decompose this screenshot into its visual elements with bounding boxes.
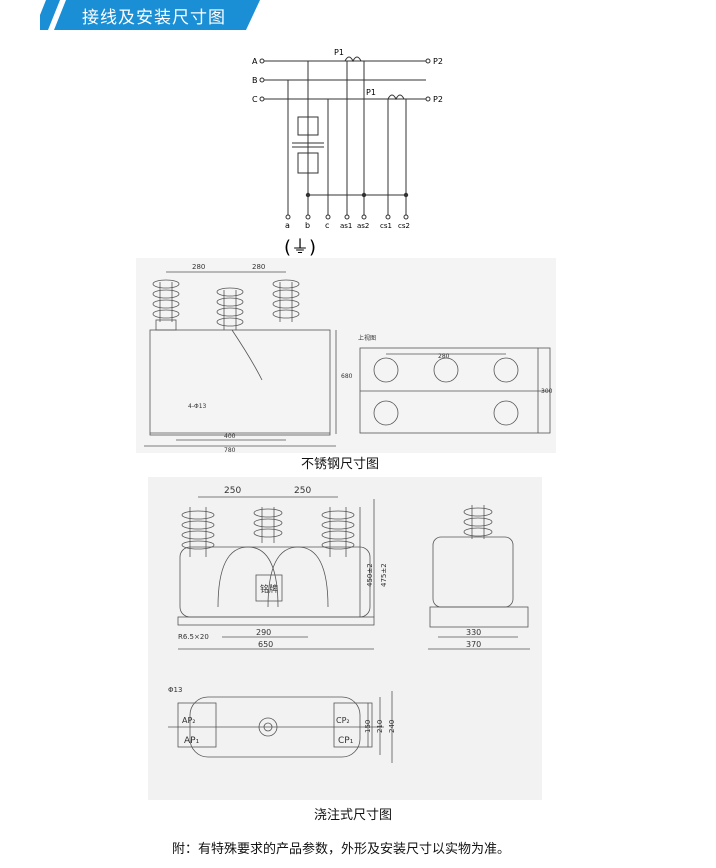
phase-c-label: C [252, 95, 258, 104]
dim-spacing-right: 250 [294, 486, 311, 496]
terminal-cp2: CP₂ [336, 716, 350, 725]
p1-bottom-label: P1 [366, 88, 376, 97]
terminal-cp: CP₁ [338, 736, 354, 746]
dim-base-inner: 400 [224, 433, 236, 440]
dim-spacing-left: 250 [224, 486, 241, 496]
wiring-diagram: A B C P1 P2 P1 P2 a b c as1 as2 cs1 cs2 … [252, 48, 443, 258]
dim-width-inner: 290 [256, 628, 271, 637]
p2-top-label: P2 [433, 57, 443, 66]
insulator-left [152, 279, 180, 331]
dim-bolt: 4-Φ13 [188, 403, 207, 410]
terminal-label: a [285, 221, 290, 230]
phase-a-label: A [252, 57, 258, 66]
header-banner [40, 0, 260, 30]
dim-height: 680 [341, 373, 353, 380]
nameplate-label: 铭牌 [260, 583, 278, 595]
phase-b-label: B [252, 76, 258, 85]
footer-note: 附：有特殊要求的产品参数，外形及安装尺寸以实物为准。 [172, 842, 511, 857]
terminal-ap: AP₁ [184, 736, 200, 746]
terminal-label: cs2 [398, 222, 410, 230]
dim-spacing-left: 280 [192, 263, 205, 271]
dim-hole: Φ13 [168, 686, 182, 694]
dim-base-outer: 780 [224, 447, 236, 453]
dim-side-outer: 370 [466, 640, 481, 649]
dim-side-inner: 330 [466, 628, 481, 637]
stainless-caption: 不锈钢尺寸图 [301, 457, 380, 472]
dim-height-1: 450±2 [366, 563, 374, 587]
page-title: 接线及安装尺寸图 [82, 8, 226, 28]
dim-top-depth: 300 [541, 388, 553, 395]
p2-bottom-label: P2 [433, 95, 443, 104]
dim-slot: R6.5×20 [178, 633, 209, 641]
cast-drawing: 250 250 铭牌 450±2 475±2 R6.5×20 290 650 3… [148, 477, 542, 800]
terminal-label: as1 [340, 222, 352, 230]
p1-top-label: P1 [334, 48, 344, 57]
dim-150: 150 [364, 720, 372, 733]
ground-symbol: (⏚) [284, 237, 316, 258]
cast-caption: 浇注式尺寸图 [314, 808, 393, 823]
dim-210: 210 [376, 720, 384, 733]
dim-width-outer: 650 [258, 640, 273, 649]
stainless-drawing: 280 280 680 4-Φ13 400 780 上视图 280 300 [136, 258, 556, 453]
dim-height-2: 475±2 [380, 563, 388, 587]
terminal-label: cs1 [380, 222, 392, 230]
dim-top-spacing: 280 [438, 353, 450, 360]
terminal-label: c [325, 221, 329, 230]
dim-spacing-right: 280 [252, 263, 265, 271]
terminal-label: as2 [357, 222, 369, 230]
terminal-ap2: AP₂ [182, 716, 196, 725]
terminal-label: b [305, 221, 310, 230]
top-view-label: 上视图 [358, 334, 376, 342]
dim-240: 240 [388, 720, 396, 733]
